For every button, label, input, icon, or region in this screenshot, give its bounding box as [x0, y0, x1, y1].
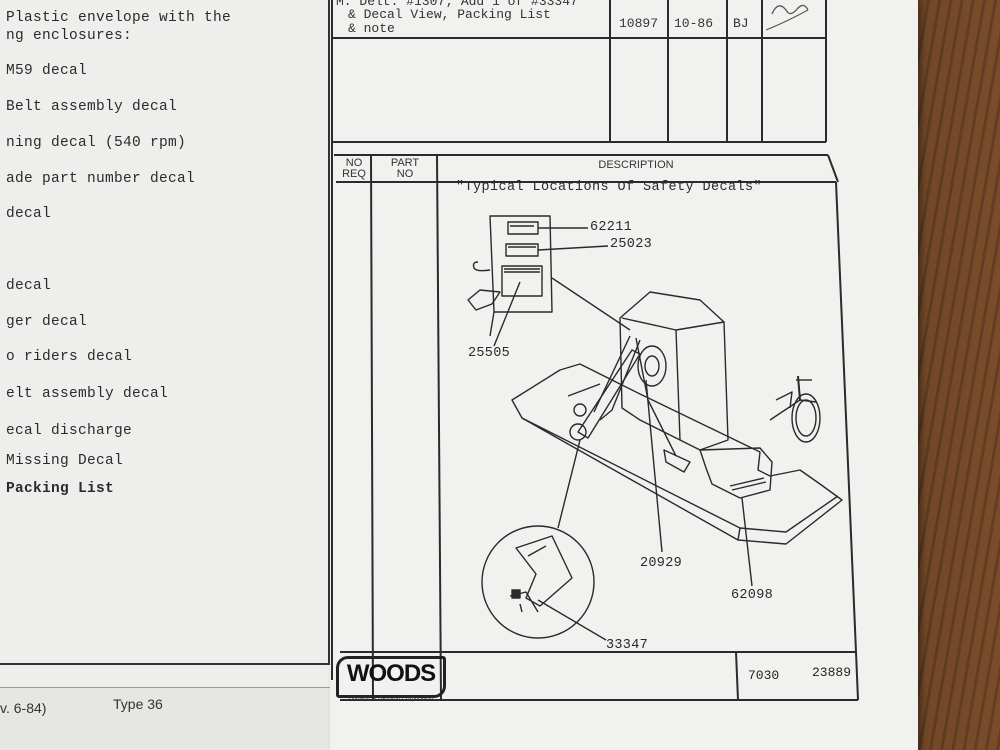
column-header-part-no: PART NO: [373, 158, 437, 180]
detail-circle: [481, 525, 595, 639]
callout-20929: 20929: [640, 556, 683, 571]
callout-62211: 62211: [590, 220, 633, 235]
callout-33347: 33347: [606, 638, 649, 653]
revision-line-3: & note: [348, 21, 395, 36]
left-page-frame: [0, 0, 330, 665]
left-line-5: ning decal (540 rpm): [6, 135, 187, 151]
footer-part-number: 23889: [812, 665, 852, 680]
left-line-11: elt assembly decal: [6, 386, 169, 402]
left-line-10: o riders decal: [6, 349, 133, 365]
left-line-14: Packing List: [6, 481, 115, 497]
no-req-line-1: NO: [345, 157, 363, 169]
woods-logo-division: Division of Hesston Corporation: [348, 696, 434, 702]
left-line-6: ade part number decal: [6, 171, 196, 187]
left-line-8: decal: [6, 278, 52, 294]
left-footer-revision: v. 6-84): [0, 700, 47, 716]
no-req-line-2: REQ: [342, 168, 366, 180]
decal-panel-outline: [489, 215, 553, 313]
left-line-9: ger decal: [6, 314, 88, 330]
left-line-12: ecal discharge: [6, 423, 133, 439]
right-page: [330, 0, 918, 750]
woods-logo-text: WOODS: [346, 660, 436, 687]
left-page: Plastic envelope with the ng enclosures:…: [0, 0, 338, 750]
left-page-footer-strip: [0, 687, 338, 750]
left-line-4: Belt assembly decal: [6, 99, 178, 115]
column-header-no-req: NO REQ: [336, 158, 372, 180]
left-line-13: Missing Decal: [6, 453, 124, 469]
left-line-3: M59 decal: [6, 63, 88, 79]
tail-wheel: [791, 393, 821, 443]
revision-line-1: M. Delt. #1307; Add 1 of #33347: [336, 0, 578, 9]
decal-25023-shape: [505, 243, 539, 257]
footer-model-number: 7030: [748, 668, 780, 683]
part-no-line-2: NO: [396, 168, 414, 180]
revision-date: 10-86: [674, 16, 714, 31]
woods-logo: WOODS Division of Hesston Corporation: [336, 656, 446, 702]
revision-line-2: & Decal View, Packing List: [348, 7, 551, 22]
callout-25505: 25505: [468, 346, 511, 361]
decal-25505-shape: [501, 265, 543, 297]
diagram-title: "Typical Locations Of Safety Decals": [456, 180, 763, 195]
gearbox-outline: [619, 291, 729, 451]
part-no-line-1: PART: [390, 157, 420, 169]
revision-initials: BJ: [733, 16, 749, 31]
left-line-1: Plastic envelope with the: [6, 10, 232, 26]
callout-62098: 62098: [731, 588, 774, 603]
left-footer-type: Type 36: [113, 696, 163, 712]
column-header-description: DESCRIPTION: [598, 159, 674, 171]
left-line-2: ng enclosures:: [6, 28, 133, 44]
mower-deck-outline: [511, 363, 843, 545]
callout-25023: 25023: [610, 237, 653, 252]
woods-logo-border: [336, 656, 446, 698]
revision-number: 10897: [619, 16, 659, 31]
gearbox-pulley: [637, 345, 667, 387]
decal-62211-shape: [507, 221, 539, 235]
left-line-7: decal: [6, 206, 52, 222]
